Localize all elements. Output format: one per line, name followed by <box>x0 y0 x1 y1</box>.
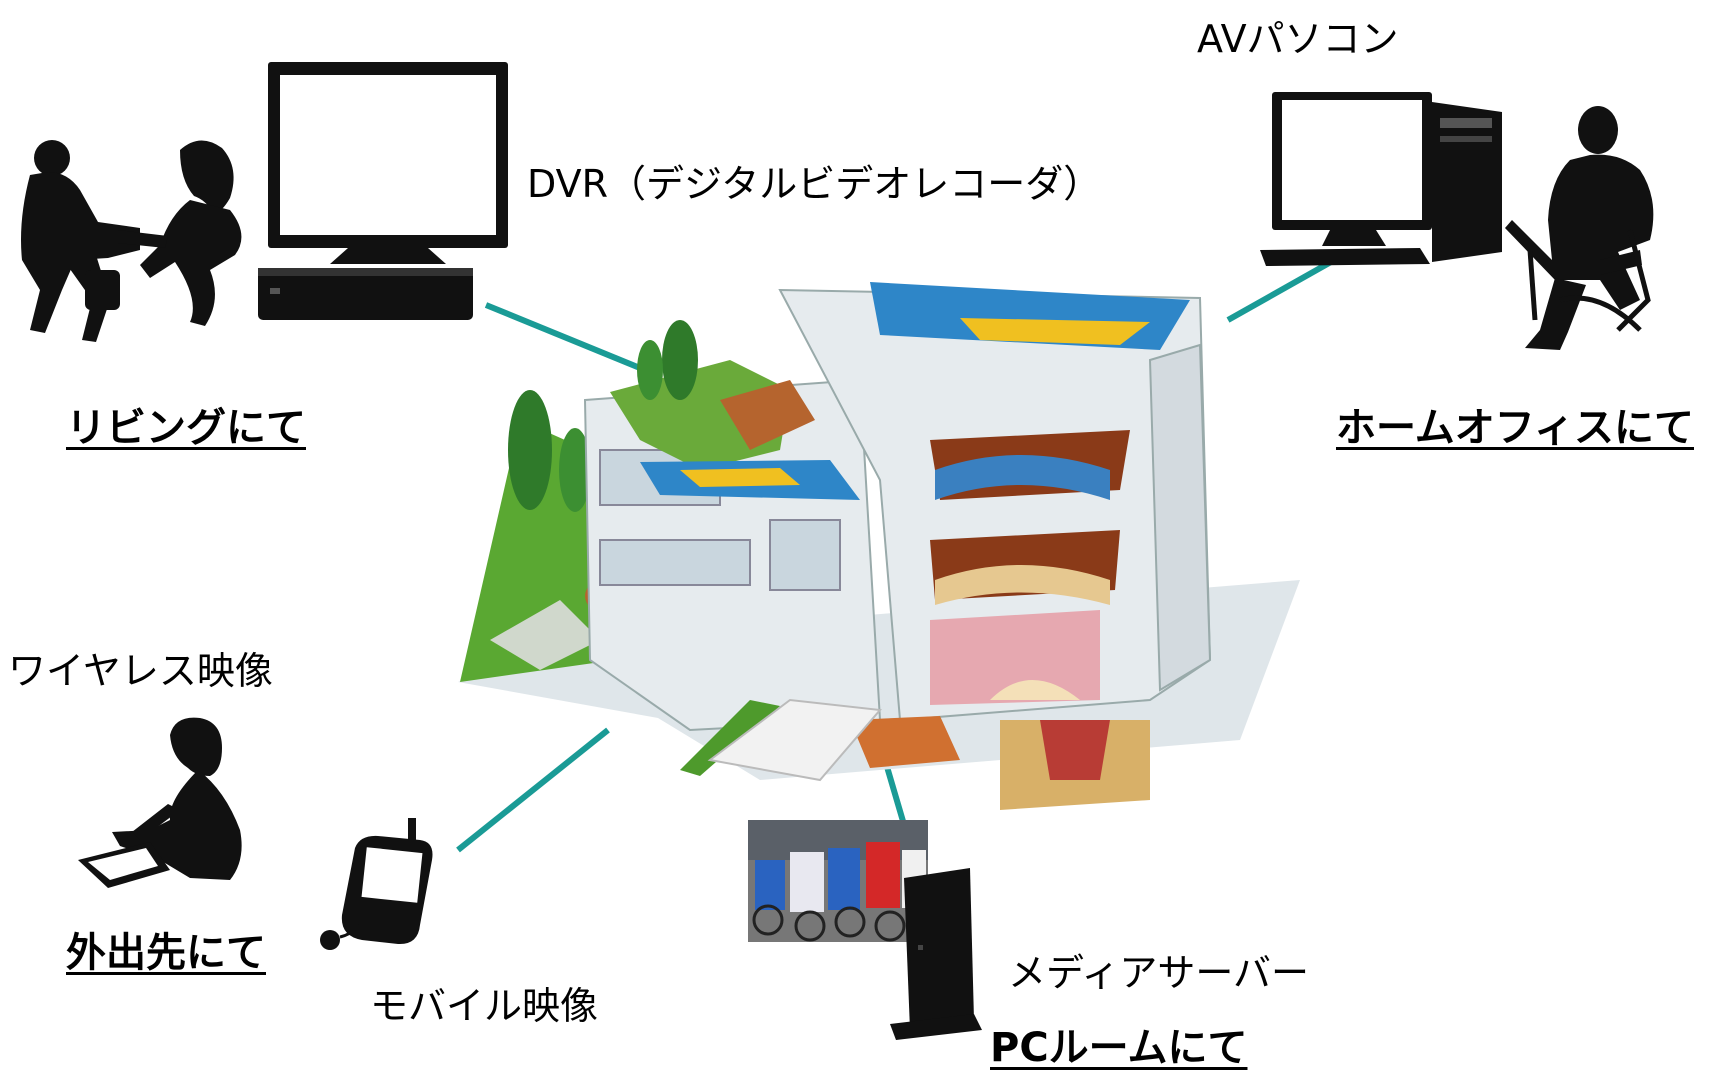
connector-dvr <box>484 302 642 371</box>
location-outside-label: 外出先にて <box>66 930 266 976</box>
dvr-label: DVR（デジタルビデオレコーダ） <box>527 162 1102 206</box>
av-pc-label: AVパソコン <box>1197 17 1399 61</box>
sitting-woman-laptop-silhouette <box>78 717 242 888</box>
location-pc-room-label: PCルームにて <box>990 1025 1248 1071</box>
connector-avpc <box>1226 255 1340 323</box>
seated-man-silhouette <box>1505 106 1654 350</box>
connector-mobile <box>456 727 610 853</box>
pc-icon <box>1260 92 1502 266</box>
couple-silhouette <box>21 140 242 342</box>
dvr-box-icon <box>258 268 473 320</box>
media-server-label: メディアサーバー <box>1008 951 1309 995</box>
connector-media <box>882 759 908 829</box>
location-living-label: リビングにて <box>66 405 306 451</box>
connector-lines <box>456 255 1340 853</box>
house-cutaway <box>458 282 1300 810</box>
tv-icon <box>268 62 508 264</box>
location-home-office-label: ホームオフィスにて <box>1336 405 1694 451</box>
wireless-video-label: ワイヤレス映像 <box>8 649 273 693</box>
mobile-video-label: モバイル映像 <box>370 984 599 1028</box>
server-tower-icon <box>890 868 982 1040</box>
pda-icon <box>320 818 433 950</box>
cycling-photo <box>748 820 928 942</box>
